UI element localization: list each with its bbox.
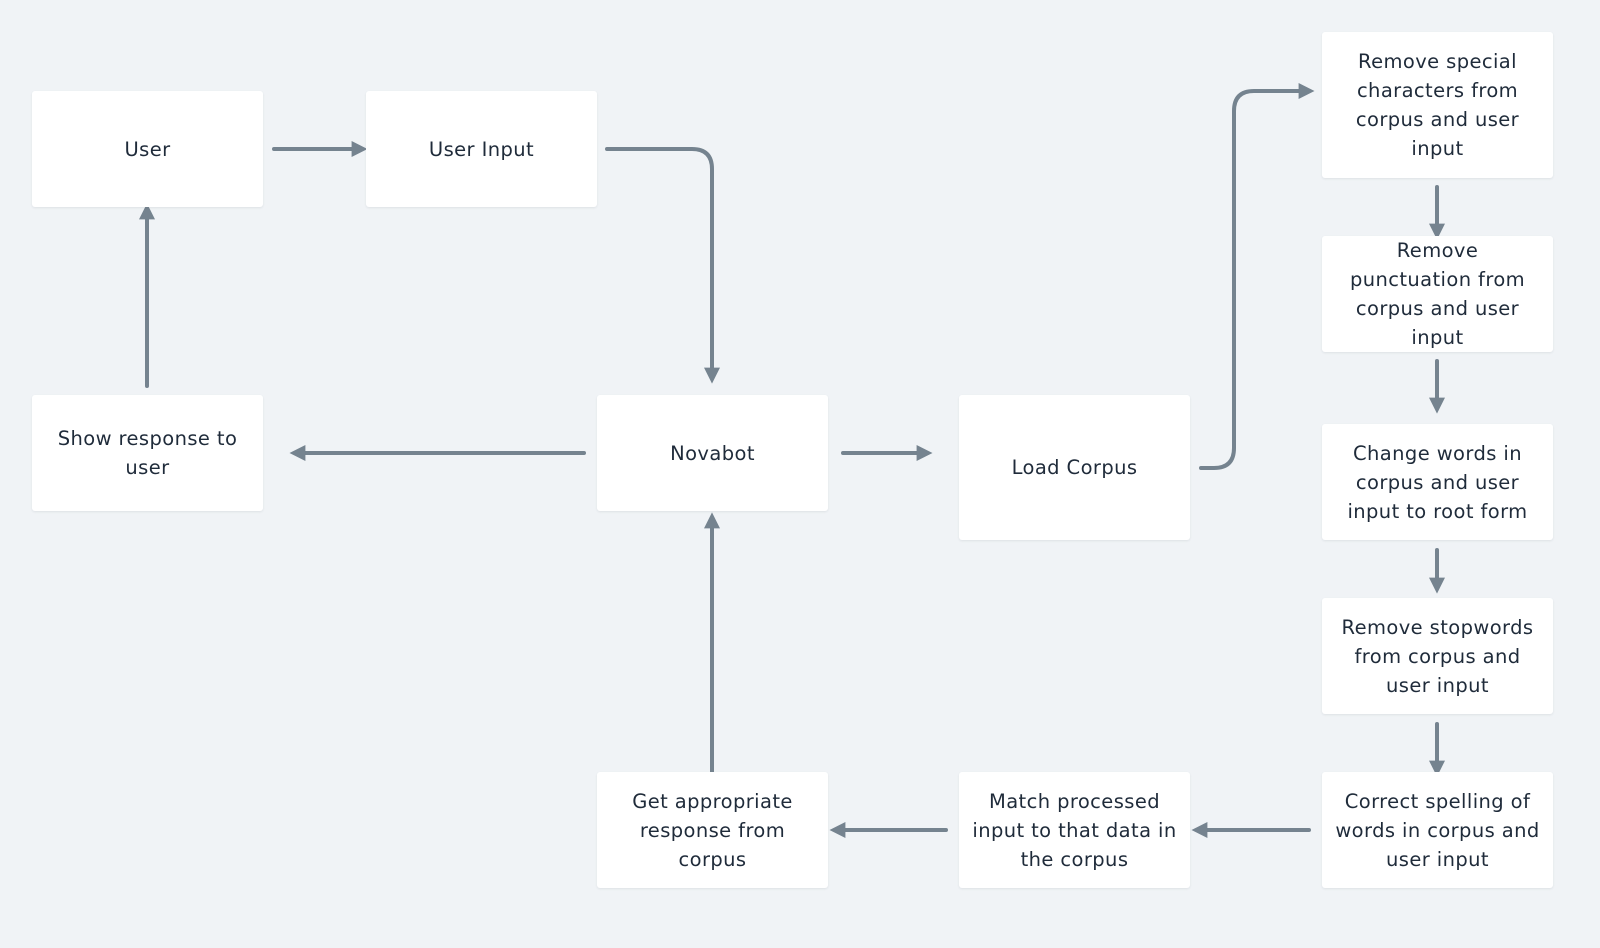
edge-load-corpus-to-remove-special bbox=[1199, 83, 1315, 470]
node-show-response-label: Show response to user bbox=[57, 427, 238, 479]
node-show-response: Show response to user bbox=[32, 395, 263, 511]
node-correct-spelling: Correct spelling of words in corpus and … bbox=[1322, 772, 1553, 888]
node-user-input: User Input bbox=[366, 91, 597, 207]
node-change-words-root-form: Change words in corpus and user input to… bbox=[1322, 424, 1553, 540]
node-get-appropriate-response: Get appropriate response from corpus bbox=[597, 772, 828, 888]
node-remove-stopwords-label: Remove stopwords from corpus and user in… bbox=[1341, 615, 1534, 697]
node-user-input-label: User Input bbox=[428, 137, 535, 161]
node-remove-punctuation-label: Remove punctuation from corpus and user … bbox=[1349, 239, 1526, 349]
node-user-label: User bbox=[124, 137, 171, 161]
node-get-appropriate-response-label: Get appropriate response from corpus bbox=[632, 789, 793, 871]
node-load-corpus: Load Corpus bbox=[959, 395, 1190, 540]
node-novabot: Novabot bbox=[597, 395, 828, 511]
edge-user-input-to-novabot bbox=[605, 147, 720, 384]
node-change-words-root-form-label: Change words in corpus and user input to… bbox=[1347, 441, 1528, 523]
node-correct-spelling-label: Correct spelling of words in corpus and … bbox=[1335, 789, 1540, 871]
node-novabot-label: Novabot bbox=[670, 441, 755, 465]
node-user: User bbox=[32, 91, 263, 207]
node-remove-punctuation: Remove punctuation from corpus and user … bbox=[1322, 236, 1553, 352]
node-match-processed-input-label: Match processed input to that data in th… bbox=[972, 789, 1177, 871]
node-remove-special-characters: Remove special characters from corpus an… bbox=[1322, 32, 1553, 178]
node-load-corpus-label: Load Corpus bbox=[1011, 456, 1138, 479]
node-remove-special-characters-label: Remove special characters from corpus an… bbox=[1355, 50, 1520, 160]
node-match-processed-input: Match processed input to that data in th… bbox=[959, 772, 1190, 888]
node-remove-stopwords: Remove stopwords from corpus and user in… bbox=[1322, 598, 1553, 714]
